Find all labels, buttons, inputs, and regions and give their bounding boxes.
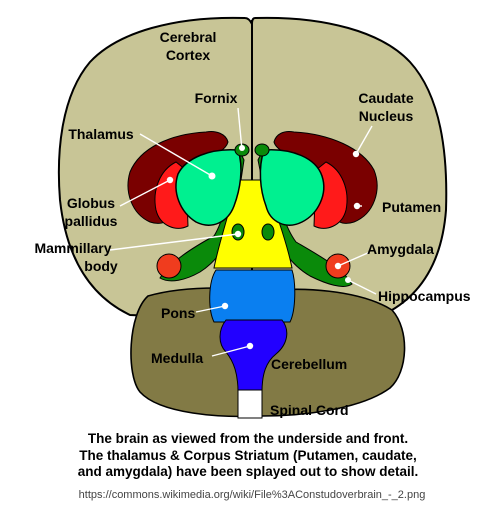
leader-lines [109,107,377,418]
caption-line-2: The thalamus & Corpus Striatum (Putamen,… [79,448,417,463]
pons [209,269,296,323]
label-cerebral-1: Cerebral [160,29,217,45]
caption-line-3: and amygdala) have been splayed out to s… [78,464,419,479]
label-caudate-1: Caudate [358,90,413,106]
label-spinal-cord: Spinal Cord [270,402,349,418]
label-mammillary-2: body [84,258,118,274]
right-thalamus [259,149,325,226]
label-caudate-2: Nucleus [359,108,414,124]
label-globus-1: Globus [67,195,115,211]
label-thalamus: Thalamus [68,126,134,142]
left-amygdala [156,253,182,279]
left-thalamus [175,149,242,226]
label-globus-2: pallidus [65,213,118,229]
spinal-cord [237,389,263,419]
label-amygdala: Amygdala [367,241,434,257]
label-pons: Pons [161,305,195,321]
label-cerebellum: Cerebellum [271,356,347,372]
label-medulla: Medulla [151,350,203,366]
label-fornix: Fornix [195,90,238,106]
label-hippocampus: Hippocampus [378,288,471,304]
label-mammillary-1: Mammillary [34,240,111,256]
right-mammillary-body [261,223,275,241]
caption-line-1: The brain as viewed from the underside a… [88,431,408,446]
right-fornix [254,143,270,157]
label-putamen: Putamen [382,199,441,215]
label-cerebral-2: Cortex [166,47,211,63]
source-url: https://commons.wikimedia.org/wiki/File%… [79,489,426,501]
